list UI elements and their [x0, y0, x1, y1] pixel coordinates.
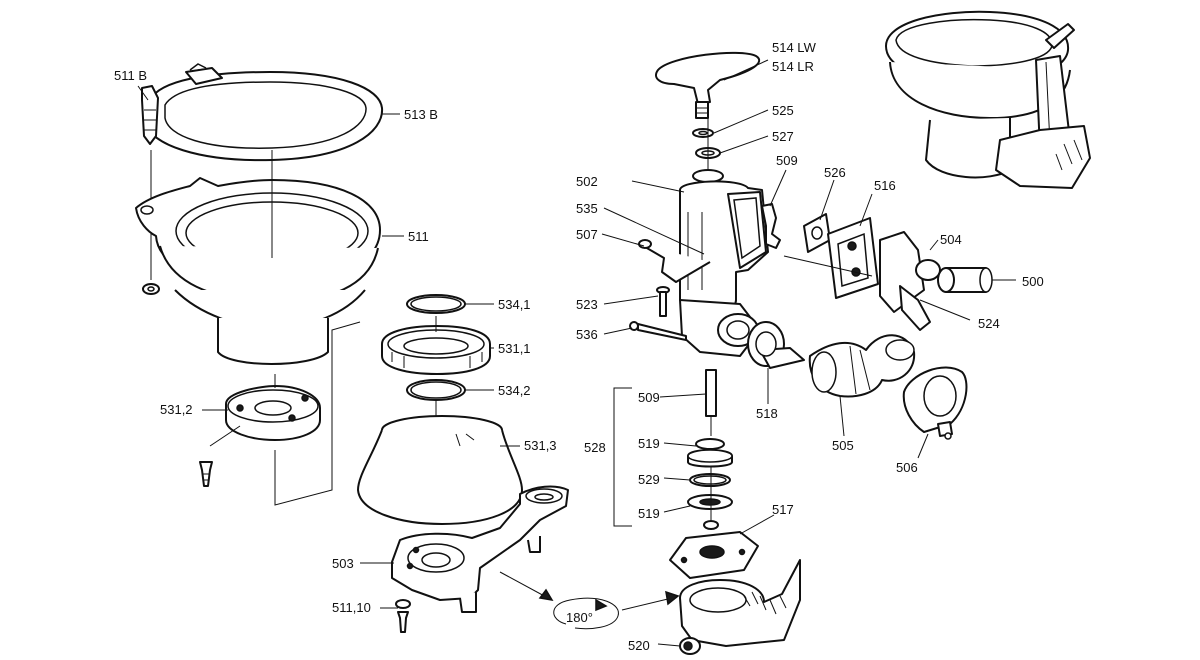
o-ring-top-part [406, 294, 466, 314]
rotate-arrow [499, 571, 680, 630]
gasket-526-part [803, 213, 831, 253]
label-535: 535 [576, 201, 598, 216]
screw-523-part [656, 286, 670, 317]
piston-519-lower-part [687, 494, 733, 510]
washer-525-part [692, 128, 714, 138]
label-513b: 513 B [404, 107, 438, 122]
label-503: 503 [332, 556, 354, 571]
pump-shaft-part [705, 369, 717, 436]
label-520: 520 [628, 638, 650, 653]
clip-509-part [761, 203, 781, 249]
label-517: 517 [772, 502, 794, 517]
label-514lr: 514 LR [772, 59, 814, 74]
piston-ring-529-part [689, 473, 731, 487]
elbow-hose-505-part [808, 334, 916, 398]
drain-plug-520-part [679, 637, 701, 655]
piston-519-upper-part [687, 438, 733, 468]
valve-plate-516-part [827, 217, 879, 299]
label-511b: 511 B [114, 68, 147, 83]
hinge-pin-part [141, 85, 159, 145]
flange-screw-part [199, 461, 213, 487]
label-524: 524 [978, 316, 1000, 331]
label-514lw: 514 LW [772, 40, 817, 55]
bowl-bolt-part [142, 283, 160, 295]
seal-ring-part [381, 325, 491, 375]
valve-body-504-part [879, 231, 941, 331]
label-526: 526 [824, 165, 846, 180]
label-506: 506 [896, 460, 918, 475]
label-509-shaft: 509 [638, 390, 660, 405]
label-531-1: 531,1 [498, 341, 531, 356]
label-531-2: 531,2 [160, 402, 193, 417]
pump-cylinder-base-part [679, 559, 801, 647]
valve-517-part [669, 531, 759, 579]
label-534-2: 534,2 [498, 383, 531, 398]
base-screw-part [395, 599, 411, 633]
label-516: 516 [874, 178, 896, 193]
label-531-3: 531,3 [524, 438, 557, 453]
label-527: 527 [772, 129, 794, 144]
pump-base-part [391, 485, 569, 613]
assembled-toilet-preview [885, 10, 1091, 189]
label-509-top: 509 [776, 153, 798, 168]
label-523: 523 [576, 297, 598, 312]
joker-valve-518-part [747, 321, 805, 369]
hose-nipple-500-part [937, 267, 993, 293]
pump-cone-part [357, 415, 523, 525]
hose-clamp-506-part [902, 366, 968, 440]
label-519-lower: 519 [638, 506, 660, 521]
pump-handle-part [655, 51, 761, 119]
bolt-536-part [629, 321, 687, 341]
o-ring-bottom-part [406, 379, 466, 401]
callout-labels: 511 B 513 B 511 534,1 531,1 534,2 531,2 … [114, 40, 1044, 653]
label-505: 505 [832, 438, 854, 453]
link-rod-507-part [638, 239, 711, 283]
label-529: 529 [638, 472, 660, 487]
label-180-degrees: 180° [566, 610, 593, 625]
label-536: 536 [576, 327, 598, 342]
toilet-seat-lid [144, 63, 384, 162]
label-511-10: 511,10 [332, 600, 371, 615]
pump-housing-part [679, 169, 769, 357]
group-bracket-528 [613, 387, 632, 527]
label-504: 504 [940, 232, 962, 247]
assembly-connector-line [274, 321, 361, 506]
label-507: 507 [576, 227, 598, 242]
leader-lines [137, 59, 1016, 647]
label-519-upper: 519 [638, 436, 660, 451]
label-502: 502 [576, 174, 598, 189]
bowl-part [135, 177, 381, 365]
label-500: 500 [1022, 274, 1044, 289]
label-511: 511 [408, 229, 429, 244]
label-528: 528 [584, 440, 606, 455]
piston-nut-part [703, 520, 719, 530]
label-534-1: 534,1 [498, 297, 531, 312]
label-518: 518 [756, 406, 778, 421]
label-525: 525 [772, 103, 794, 118]
flange-part [225, 385, 321, 441]
